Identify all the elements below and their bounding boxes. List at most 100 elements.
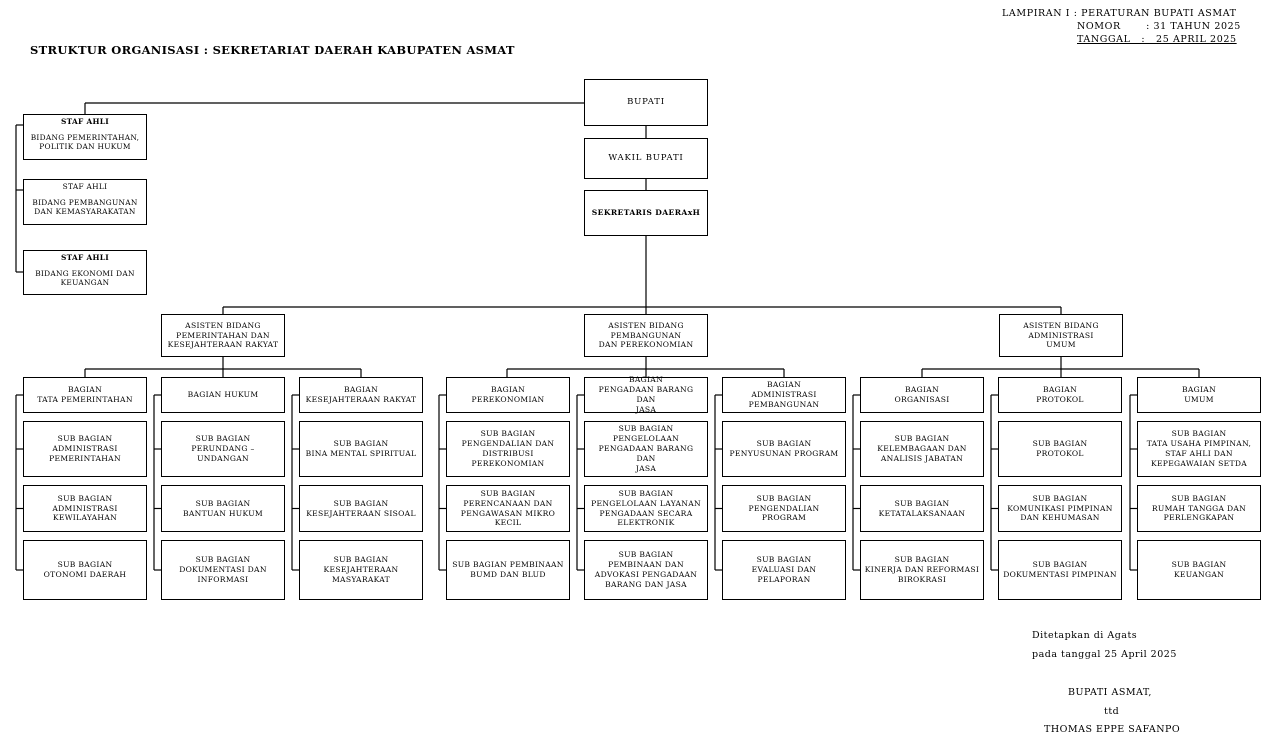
sub-bagian-box: SUB BAGIAN KEUANGAN [1137, 540, 1261, 600]
sub-bagian-label: SUB BAGIAN BANTUAN HUKUM [183, 498, 263, 518]
sub-bagian-label: SUB BAGIAN ADMINISTRASI PEMERINTAHAN [49, 434, 121, 463]
staf-ahli-box: STAF AHLI BIDANG EKONOMI DAN KEUANGAN [23, 250, 147, 295]
bagian-label: BAGIAN KESEJAHTERAAN RAKYAT [305, 385, 417, 404]
bagian-box: BAGIAN HUKUM [161, 377, 285, 413]
staf-ahli-text: BIDANG PEMERINTAHAN, POLITIK DAN HUKUM [30, 132, 140, 152]
bagian-label: BAGIAN UMUM [1181, 385, 1217, 404]
bagian-box: BAGIAN ORGANISASI [860, 377, 984, 413]
staf-ahli-box: STAF AHLI BIDANG PEMERINTAHAN, POLITIK D… [23, 114, 147, 160]
sub-bagian-label: SUB BAGIAN PERUNDANG – UNDANGAN [191, 434, 255, 463]
jabatan-text: BUPATI ASMAT, [1068, 687, 1152, 698]
bagian-label: BAGIAN PEREKONOMIAN [471, 385, 545, 404]
staf-ahli-box: STAF AHLI BIDANG PEMBANGUNAN DAN KEMASYA… [23, 179, 147, 225]
sub-bagian-box: SUB BAGIAN ADMINISTRASI KEWILAYAHAN [23, 485, 147, 532]
sub-bagian-label: SUB BAGIAN PROTOKOL [1032, 439, 1088, 458]
nama-pejabat: THOMAS EPPE SAFANPO [1044, 724, 1181, 735]
sub-bagian-box: SUB BAGIAN TATA USAHA PIMPINAN, STAF AHL… [1137, 421, 1261, 477]
staf-ahli-text: BIDANG PEMBANGUNAN DAN KEMASYARAKATAN [32, 197, 138, 217]
staf-ahli-heading: STAF AHLI [60, 117, 110, 126]
sub-bagian-box: SUB BAGIAN PERENCANAAN DAN PENGAWASAN MI… [446, 485, 570, 532]
bagian-label: BAGIAN TATA PEMERINTAHAN [37, 385, 133, 404]
sub-bagian-box: SUB BAGIAN EVALUASI DAN PELAPORAN [722, 540, 846, 600]
sub-bagian-box: SUB BAGIAN PROTOKOL [998, 421, 1122, 477]
sub-bagian-label: SUB BAGIAN DOKUMENTASI DAN INFORMASI [179, 555, 267, 584]
asisten-box: ASISTEN BIDANG ADMINISTRASI UMUM [999, 314, 1123, 357]
asisten-box: ASISTEN BIDANG PEMBANGUNAN DAN PEREKONOM… [584, 314, 708, 357]
bagian-box: BAGIAN TATA PEMERINTAHAN [23, 377, 147, 413]
sub-bagian-label: SUB BAGIAN RUMAH TANGGA DAN PERLENGKAPAN [1151, 493, 1247, 523]
sub-bagian-box: SUB BAGIAN PENGENDALIAN DAN DISTRIBUSI P… [446, 421, 570, 477]
sub-bagian-label: SUB BAGIAN EVALUASI DAN PELAPORAN [751, 555, 817, 584]
bagian-box: BAGIAN PEREKONOMIAN [446, 377, 570, 413]
bagian-label: BAGIAN PROTOKOL [1036, 385, 1084, 404]
sub-bagian-label: SUB BAGIAN PEMBINAAN BUMD DAN BLUD [452, 560, 564, 579]
staf-ahli-heading: STAF AHLI [62, 182, 108, 191]
asisten-label: ASISTEN BIDANG PEMERINTAHAN DAN KESEJAHT… [167, 320, 279, 350]
sub-bagian-box: SUB BAGIAN KELEMBAGAAN DAN ANALISIS JABA… [860, 421, 984, 477]
asisten-label: ASISTEN BIDANG PEMBANGUNAN DAN PEREKONOM… [598, 320, 694, 350]
sub-bagian-label: SUB BAGIAN KELEMBAGAAN DAN ANALISIS JABA… [877, 434, 967, 463]
sub-bagian-label: SUB BAGIAN KEUANGAN [1171, 560, 1227, 579]
sub-bagian-box: SUB BAGIAN BINA MENTAL SPIRITUAL [299, 421, 423, 477]
sub-bagian-label: SUB BAGIAN KINERJA DAN REFORMASI BIROKRA… [864, 555, 980, 584]
sub-bagian-box: SUB BAGIAN KETATALAKSANAAN [860, 485, 984, 532]
bagian-label: BAGIAN ADMINISTRASI PEMBANGUNAN [748, 380, 820, 409]
sub-bagian-label: SUB BAGIAN TATA USAHA PIMPINAN, STAF AHL… [1146, 429, 1252, 468]
bagian-label: BAGIAN ORGANISASI [894, 385, 950, 404]
sub-bagian-label: SUB BAGIAN ADMINISTRASI KEWILAYAHAN [52, 493, 118, 523]
sekda-label: SEKRETARIS DAERAxH [591, 208, 701, 218]
sub-bagian-label: SUB BAGIAN KESEJAHTERAAN MASYARAKAT [323, 555, 399, 584]
sub-bagian-label: SUB BAGIAN PENYUSUNAN PROGRAM [729, 439, 839, 458]
sub-bagian-box: SUB BAGIAN RUMAH TANGGA DAN PERLENGKAPAN [1137, 485, 1261, 532]
bagian-label: BAGIAN HUKUM [187, 390, 259, 400]
sub-bagian-box: SUB BAGIAN PEMBINAAN DAN ADVOKASI PENGAD… [584, 540, 708, 600]
tanggal-penetapan: pada tanggal 25 April 2025 [1032, 649, 1177, 660]
bagian-box: BAGIAN PENGADAAN BARANG DAN JASA [584, 375, 708, 414]
lampiran-line: LAMPIRAN I : PERATURAN BUPATI ASMAT [1002, 8, 1237, 19]
bagian-label: BAGIAN PENGADAAN BARANG DAN JASA [598, 375, 694, 414]
sub-bagian-label: SUB BAGIAN KESEJAHTERAAN SISOAL [306, 498, 416, 518]
bupati-label: BUPATI [627, 96, 665, 107]
sub-bagian-box: SUB BAGIAN DOKUMENTASI PIMPINAN [998, 540, 1122, 600]
page-title: STRUKTUR ORGANISASI : SEKRETARIAT DAERAH… [30, 43, 515, 57]
sub-bagian-label: SUB BAGIAN PENGELOLAAN LAYANAN PENGADAAN… [591, 488, 701, 528]
wakil-bupati-label: WAKIL BUPATI [608, 152, 684, 163]
sub-bagian-label: SUB BAGIAN DOKUMENTASI PIMPINAN [1003, 560, 1117, 579]
bagian-box: BAGIAN KESEJAHTERAAN RAKYAT [299, 377, 423, 413]
sub-bagian-box: SUB BAGIAN PEMBINAAN BUMD DAN BLUD [446, 540, 570, 600]
wakil-bupati-box: WAKIL BUPATI [584, 138, 708, 179]
bagian-box: BAGIAN ADMINISTRASI PEMBANGUNAN [722, 377, 846, 413]
sub-bagian-box: SUB BAGIAN ADMINISTRASI PEMERINTAHAN [23, 421, 147, 477]
sub-bagian-label: SUB BAGIAN PENGELOLAAN PENGADAAN BARANG … [598, 424, 694, 473]
ttd-text: ttd [1104, 706, 1120, 717]
bupati-box: BUPATI [584, 79, 708, 126]
sub-bagian-box: SUB BAGIAN PENGENDALIAN PROGRAM [722, 485, 846, 532]
sub-bagian-label: SUB BAGIAN OTONOMI DAERAH [43, 560, 127, 579]
sub-bagian-label: SUB BAGIAN PENGENDALIAN DAN DISTRIBUSI P… [461, 429, 555, 468]
sub-bagian-label: SUB BAGIAN PENGENDALIAN PROGRAM [748, 493, 820, 523]
sub-bagian-box: SUB BAGIAN KOMUNIKASI PIMPINAN DAN KEHUM… [998, 485, 1122, 532]
staf-ahli-heading: STAF AHLI [60, 253, 110, 262]
nomor-line: NOMOR : 31 TAHUN 2025 [1077, 21, 1241, 32]
sub-bagian-label: SUB BAGIAN KETATALAKSANAAN [878, 498, 966, 518]
staf-ahli-text: BIDANG EKONOMI DAN KEUANGAN [35, 268, 135, 288]
bagian-box: BAGIAN PROTOKOL [998, 377, 1122, 413]
sub-bagian-box: SUB BAGIAN OTONOMI DAERAH [23, 540, 147, 600]
sub-bagian-box: SUB BAGIAN PENGELOLAAN LAYANAN PENGADAAN… [584, 485, 708, 532]
bagian-box: BAGIAN UMUM [1137, 377, 1261, 413]
sub-bagian-box: SUB BAGIAN DOKUMENTASI DAN INFORMASI [161, 540, 285, 600]
sub-bagian-box: SUB BAGIAN KESEJAHTERAAN MASYARAKAT [299, 540, 423, 600]
sub-bagian-box: SUB BAGIAN BANTUAN HUKUM [161, 485, 285, 532]
sub-bagian-box: SUB BAGIAN PERUNDANG – UNDANGAN [161, 421, 285, 477]
sub-bagian-box: SUB BAGIAN PENYUSUNAN PROGRAM [722, 421, 846, 477]
ditetapkan-text: Ditetapkan di Agats [1032, 630, 1138, 641]
sub-bagian-label: SUB BAGIAN PERENCANAAN DAN PENGAWASAN MI… [460, 488, 556, 528]
sub-bagian-box: SUB BAGIAN KINERJA DAN REFORMASI BIROKRA… [860, 540, 984, 600]
sub-bagian-box: SUB BAGIAN PENGELOLAAN PENGADAAN BARANG … [584, 421, 708, 477]
sub-bagian-label: SUB BAGIAN KOMUNIKASI PIMPINAN DAN KEHUM… [1007, 493, 1113, 523]
sub-bagian-label: SUB BAGIAN PEMBINAAN DAN ADVOKASI PENGAD… [594, 550, 698, 589]
sub-bagian-box: SUB BAGIAN KESEJAHTERAAN SISOAL [299, 485, 423, 532]
asisten-box: ASISTEN BIDANG PEMERINTAHAN DAN KESEJAHT… [161, 314, 285, 357]
tanggal-line: TANGGAL : 25 APRIL 2025 [1077, 34, 1237, 45]
